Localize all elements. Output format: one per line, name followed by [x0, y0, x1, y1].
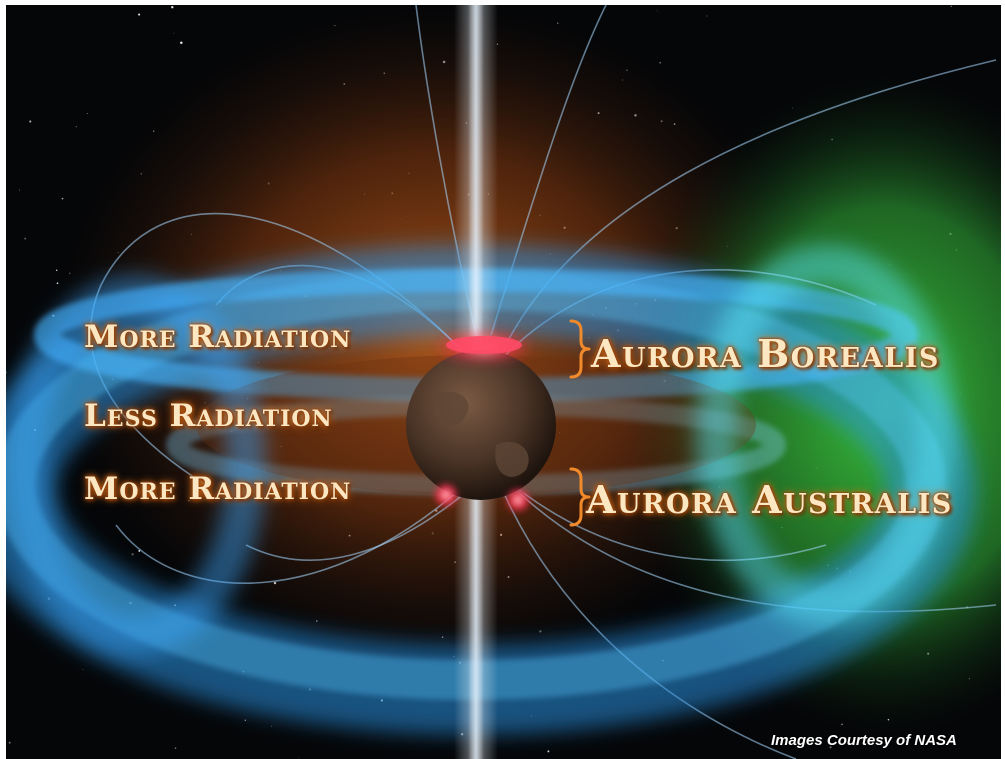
star [659, 61, 662, 64]
diagram-frame: More Radiation Less Radiation More Radia… [6, 5, 1001, 759]
star [29, 120, 32, 123]
star [270, 725, 272, 727]
more-radiation-top-label: More Radiation [84, 319, 352, 355]
star [174, 747, 177, 749]
more-radiation-bottom-label: More Radiation [84, 471, 352, 507]
aurora-australis-label: Aurora Australis [586, 477, 953, 522]
aurora-glow-icon [432, 331, 534, 514]
star [24, 237, 27, 240]
star [8, 741, 11, 744]
less-radiation-label: Less Radiation [84, 398, 333, 434]
star [86, 112, 88, 115]
star [55, 269, 58, 272]
image-credit: Images Courtesy of NASA [771, 732, 957, 749]
earth-icon [406, 350, 556, 500]
star [298, 757, 300, 759]
star [171, 6, 174, 9]
star [829, 746, 832, 749]
star [950, 5, 952, 8]
star [180, 41, 183, 45]
aurora-borealis-label: Aurora Borealis [591, 331, 940, 376]
star [138, 13, 141, 16]
star [173, 32, 175, 34]
star [82, 668, 84, 670]
magnetosphere-illustration [6, 5, 1001, 759]
star [61, 197, 64, 200]
star [6, 371, 7, 374]
star [18, 189, 20, 191]
star [75, 126, 77, 128]
star [131, 553, 134, 556]
star [56, 282, 59, 285]
aurora-bracket-icon [569, 319, 591, 527]
star [547, 750, 550, 753]
star [656, 10, 658, 12]
star [706, 15, 708, 17]
star [244, 719, 246, 721]
